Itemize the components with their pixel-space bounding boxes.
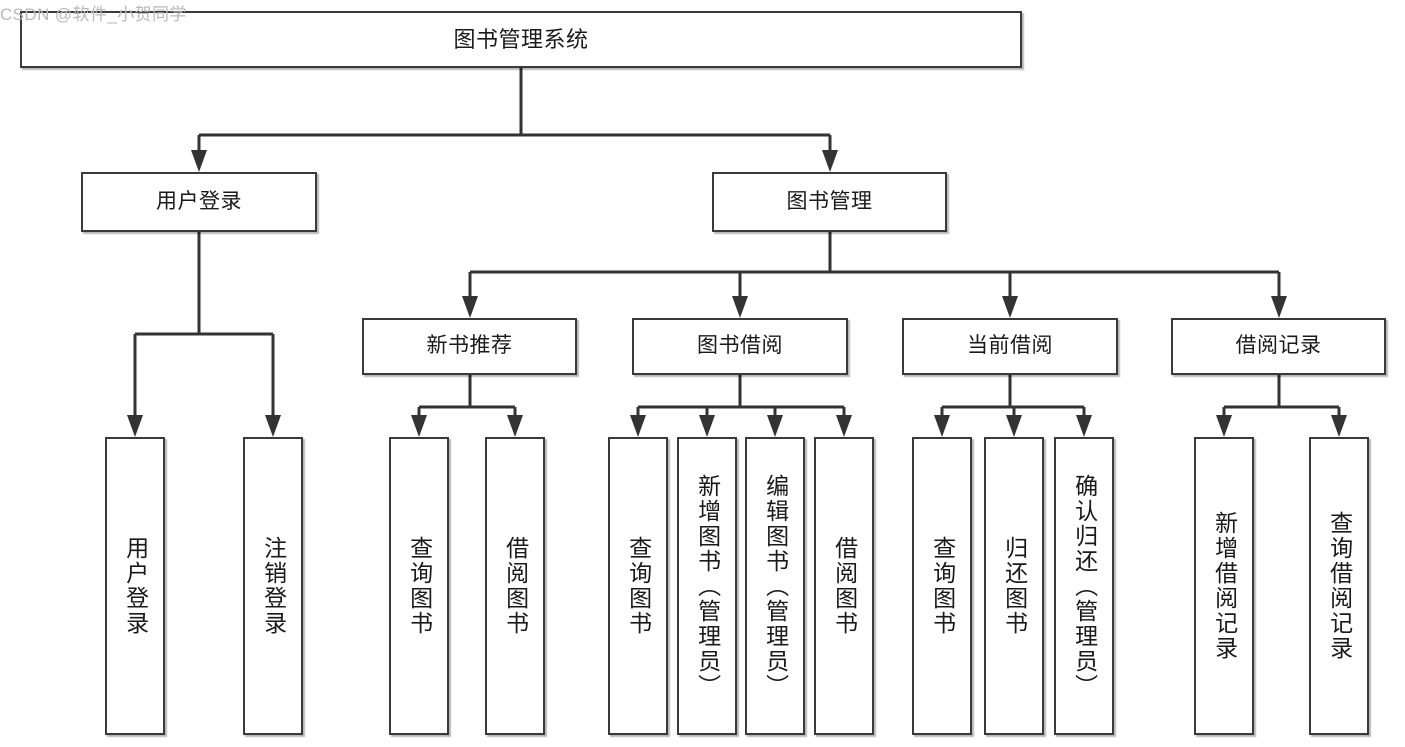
node-leaf-query-book-cur[interactable]: 查询图书: [912, 437, 972, 735]
node-label: 新增图书（管理员）: [694, 473, 721, 699]
node-leaf-query-book-rec[interactable]: 查询图书: [389, 437, 449, 735]
connector-arrowhead: [191, 150, 207, 172]
node-label: 借阅图书: [502, 536, 529, 636]
node-label: 归还图书: [1001, 536, 1028, 636]
connector-arrowhead: [507, 415, 523, 437]
node-label: 确认归还（管理员）: [1071, 473, 1098, 699]
connector-arrowhead: [732, 296, 748, 318]
connector-arrowhead: [462, 296, 478, 318]
node-leaf-borrow-book[interactable]: 借阅图书: [814, 437, 874, 735]
connector-arrowhead: [1002, 296, 1018, 318]
connector-arrowhead: [411, 415, 427, 437]
node-leaf-confirm-return[interactable]: 确认归还（管理员）: [1054, 437, 1114, 735]
connector-arrowhead: [1271, 296, 1287, 318]
connector-arrowhead: [127, 415, 143, 437]
node-label: 借阅记录: [1235, 334, 1322, 358]
node-leaf-user-login[interactable]: 用户登录: [105, 437, 165, 735]
connector-arrowhead: [836, 415, 852, 437]
node-label: 用户登录: [122, 536, 149, 636]
node-user-login[interactable]: 用户登录: [81, 172, 317, 232]
connector-arrowhead: [630, 415, 646, 437]
node-label: 图书管理: [786, 189, 873, 213]
node-new-book-recommend[interactable]: 新书推荐: [362, 318, 577, 375]
node-label: 当前借阅: [967, 334, 1053, 358]
node-label: 查询图书: [625, 536, 652, 636]
node-label: 编辑图书（管理员）: [762, 473, 789, 699]
node-borrow-record[interactable]: 借阅记录: [1171, 318, 1386, 375]
node-label: 借阅图书: [831, 536, 858, 636]
node-label: 新书推荐: [426, 334, 513, 358]
node-label: 图书管理系统: [453, 26, 589, 52]
connector-arrowhead: [767, 415, 783, 437]
node-label: 查询借阅记录: [1326, 511, 1353, 661]
connector-arrowhead: [699, 415, 715, 437]
connector-arrowhead: [1076, 415, 1092, 437]
node-leaf-return-book[interactable]: 归还图书: [984, 437, 1044, 735]
node-label: 新增借阅记录: [1211, 511, 1238, 661]
node-root[interactable]: 图书管理系统: [20, 11, 1022, 68]
node-label: 用户登录: [156, 189, 242, 213]
node-leaf-edit-book[interactable]: 编辑图书（管理员）: [745, 437, 805, 735]
connector-arrowhead: [1006, 415, 1022, 437]
node-current-borrow[interactable]: 当前借阅: [902, 318, 1118, 375]
connector-arrowhead: [934, 415, 950, 437]
node-label: 注销登录: [260, 536, 287, 636]
node-leaf-query-record[interactable]: 查询借阅记录: [1309, 437, 1369, 735]
node-book-manage[interactable]: 图书管理: [712, 172, 947, 232]
node-label: 图书借阅: [697, 334, 783, 358]
connector-arrowhead: [822, 150, 838, 172]
connector-arrowhead: [265, 415, 281, 437]
node-leaf-add-book[interactable]: 新增图书（管理员）: [677, 437, 737, 735]
node-label: 查询图书: [406, 536, 433, 636]
connector-arrowhead: [1331, 415, 1347, 437]
connector-arrowhead: [1216, 415, 1232, 437]
node-leaf-logout[interactable]: 注销登录: [243, 437, 303, 735]
node-leaf-borrow-book-rec[interactable]: 借阅图书: [485, 437, 545, 735]
node-book-borrow[interactable]: 图书借阅: [632, 318, 848, 375]
node-leaf-add-record[interactable]: 新增借阅记录: [1194, 437, 1254, 735]
node-label: 查询图书: [929, 536, 956, 636]
node-leaf-query-book-borrow[interactable]: 查询图书: [608, 437, 668, 735]
